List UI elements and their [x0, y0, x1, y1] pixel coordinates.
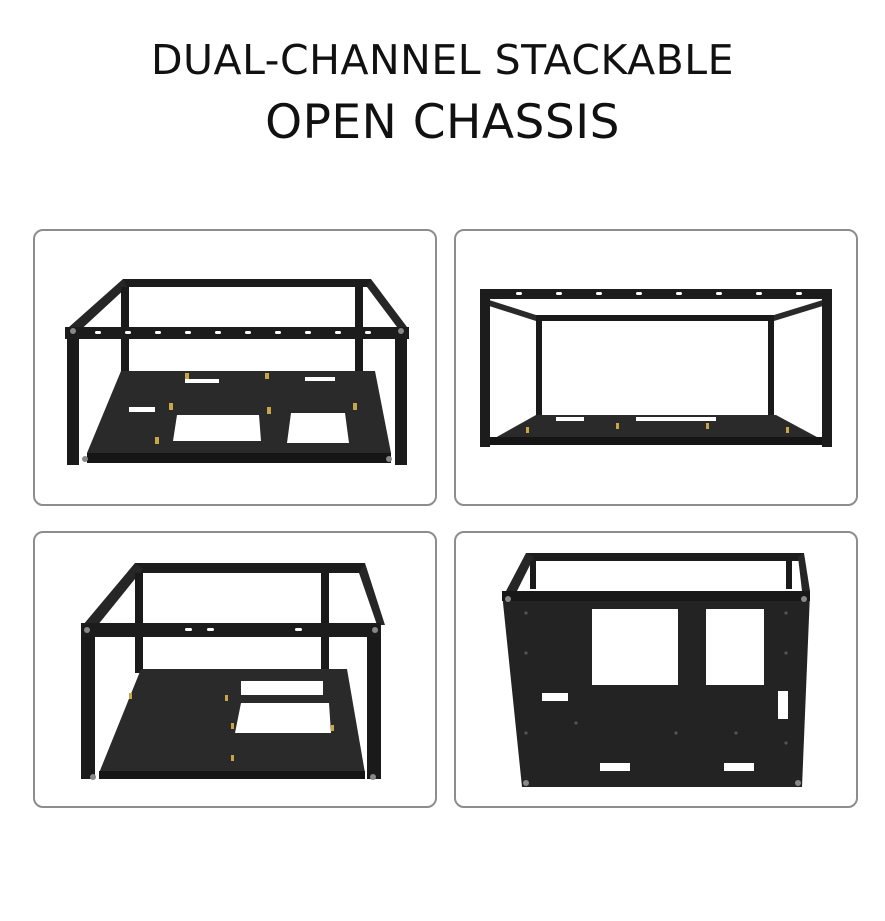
chassis-view-front-angled	[33, 229, 437, 506]
title-line-2: OPEN CHASSIS	[265, 95, 620, 150]
chassis-view-side-angled	[33, 531, 437, 808]
title-line-1: DUAL-CHANNEL STACKABLE	[150, 36, 735, 84]
chassis-view-front-straight	[454, 229, 858, 506]
chassis-front-angled-illustration	[65, 279, 409, 465]
chassis-side-angled-illustration	[81, 563, 385, 780]
chassis-side-panel-illustration	[502, 553, 810, 787]
chassis-view-side-panel	[454, 531, 858, 808]
chassis-front-straight-illustration	[480, 289, 832, 447]
